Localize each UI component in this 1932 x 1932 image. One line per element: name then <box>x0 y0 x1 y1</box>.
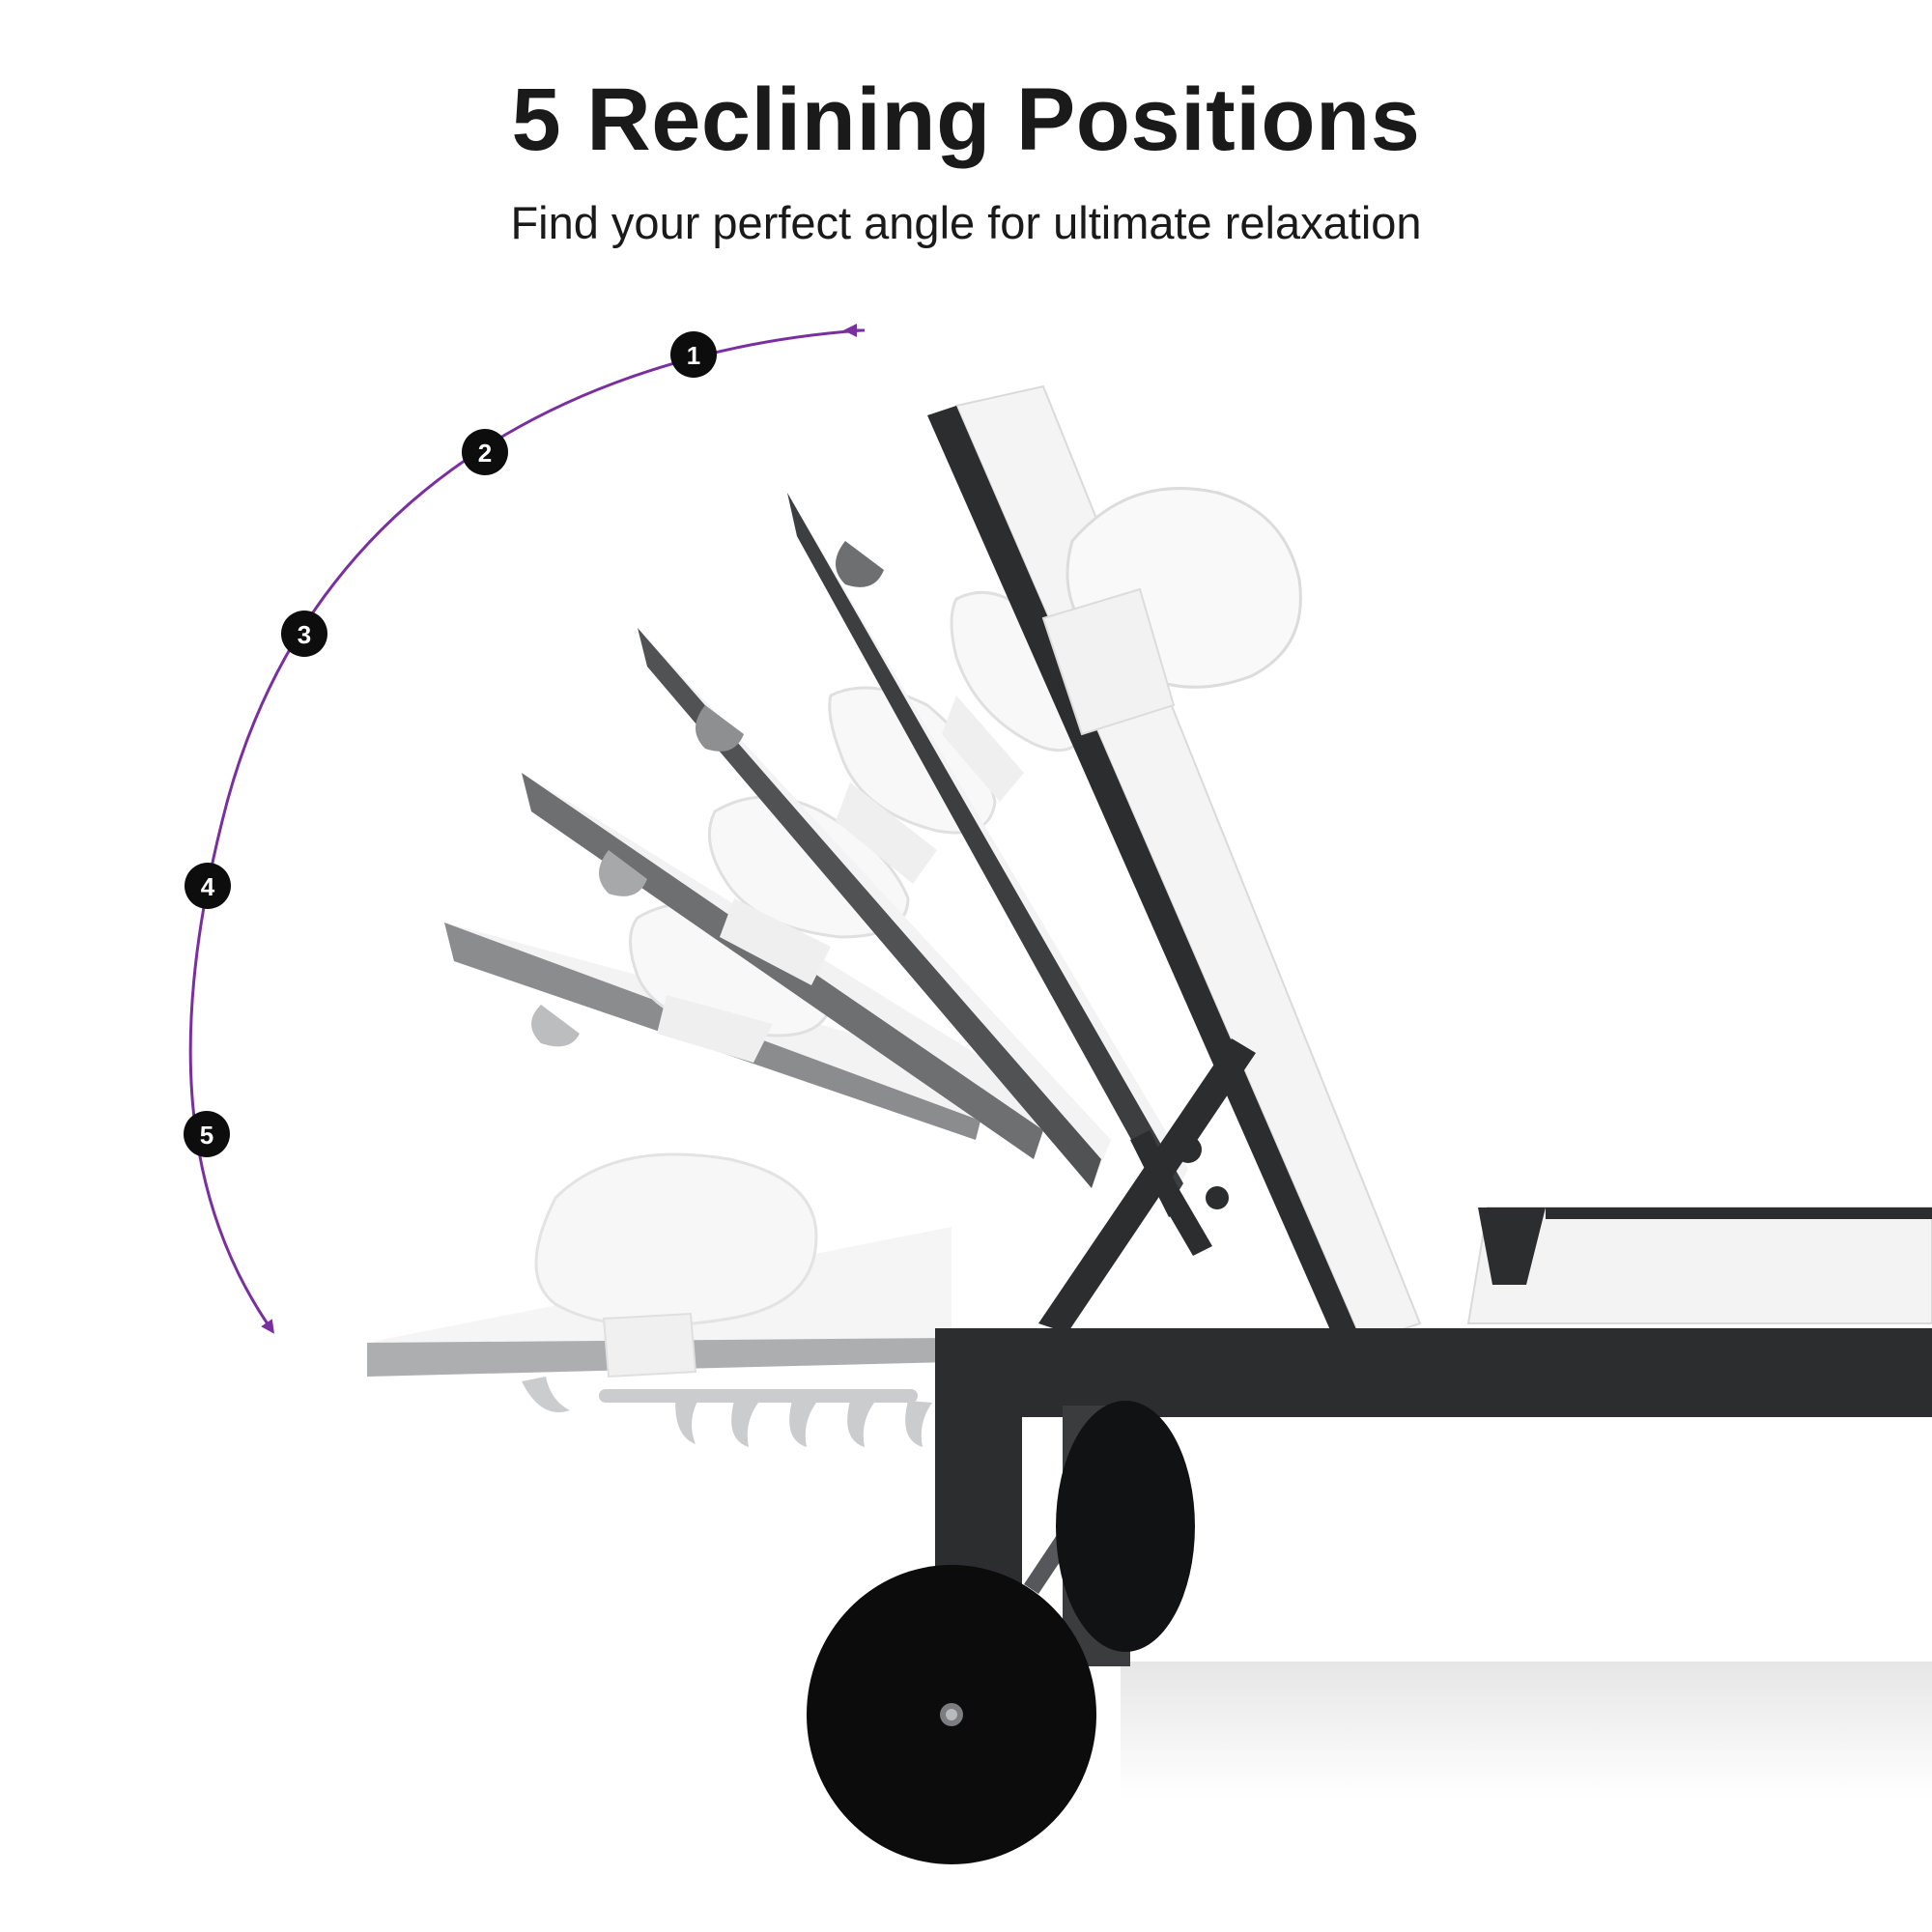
position-badge-3: 3 <box>281 611 327 657</box>
floor-shadow <box>1121 1662 1932 1797</box>
flat-backrest-ghost <box>367 1152 952 1447</box>
backrest-position-1 <box>927 384 1422 1348</box>
svg-text:1: 1 <box>687 341 700 370</box>
flat-pillow <box>534 1152 818 1327</box>
backrest-ghost-2 <box>787 493 1188 1208</box>
position-badge-1: 1 <box>670 331 717 378</box>
position-badge-5: 5 <box>184 1111 230 1157</box>
seat-section <box>1466 1207 1932 1324</box>
page-title: 5 Reclining Positions <box>511 71 1421 169</box>
svg-text:5: 5 <box>200 1121 213 1150</box>
position-badge-2: 2 <box>462 429 508 475</box>
page-subtitle: Find your perfect angle for ultimate rel… <box>510 197 1422 248</box>
svg-text:3: 3 <box>298 620 311 649</box>
recline-support-arm <box>1038 1038 1256 1333</box>
svg-text:2: 2 <box>478 439 492 468</box>
backrest-ghost-3 <box>638 628 1111 1188</box>
rear-wheel <box>1056 1401 1195 1652</box>
position-badge-4: 4 <box>185 863 231 909</box>
svg-text:4: 4 <box>201 872 215 901</box>
recline-arc-arrow-icon <box>188 328 863 1334</box>
front-wheel <box>807 1565 1096 1864</box>
